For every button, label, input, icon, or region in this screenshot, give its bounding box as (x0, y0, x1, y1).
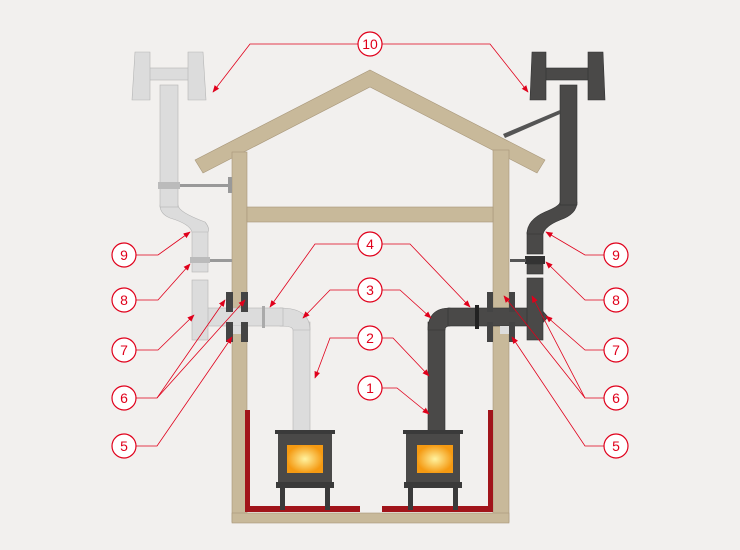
svg-text:9: 9 (612, 247, 620, 263)
callout-8-left: 8 (111, 287, 137, 313)
svg-text:1: 1 (366, 380, 374, 396)
callout-1: 1 (357, 375, 383, 401)
svg-text:6: 6 (120, 390, 128, 406)
roof (194, 69, 546, 174)
stove-right (403, 430, 463, 510)
floor-beam (231, 512, 510, 524)
callout-6-left: 6 (111, 385, 137, 411)
leader-lines (136, 43, 604, 447)
callout-9-right: 9 (603, 242, 629, 268)
callout-8-right: 8 (603, 287, 629, 313)
callout-10: 10 (357, 31, 383, 57)
callout-5-right: 5 (603, 433, 629, 459)
svg-text:5: 5 (120, 438, 128, 454)
svg-text:7: 7 (612, 342, 620, 358)
svg-text:7: 7 (120, 342, 128, 358)
callout-9-left: 9 (111, 242, 137, 268)
svg-text:10: 10 (362, 36, 378, 52)
callout-5-left: 5 (111, 433, 137, 459)
callout-3: 3 (357, 277, 383, 303)
callout-7-left: 7 (111, 337, 137, 363)
black-flue-system (427, 51, 606, 433)
svg-text:3: 3 (366, 282, 374, 298)
wall-plates-right (487, 292, 515, 342)
callout-4: 4 (357, 231, 383, 257)
svg-text:8: 8 (120, 292, 128, 308)
svg-text:5: 5 (612, 438, 620, 454)
callout-7-right: 7 (603, 337, 629, 363)
callout-6-right: 6 (603, 385, 629, 411)
svg-text:9: 9 (120, 247, 128, 263)
svg-text:2: 2 (366, 330, 374, 346)
svg-text:6: 6 (612, 390, 620, 406)
hearth-bricks (245, 410, 493, 512)
house-frame (194, 69, 546, 524)
stove-left (275, 430, 335, 510)
svg-text:4: 4 (366, 236, 374, 252)
svg-text:8: 8 (612, 292, 620, 308)
right-wall (492, 149, 510, 523)
stainless-flue-system (131, 51, 311, 433)
callout-2: 2 (357, 325, 383, 351)
crossbeam (246, 206, 494, 223)
